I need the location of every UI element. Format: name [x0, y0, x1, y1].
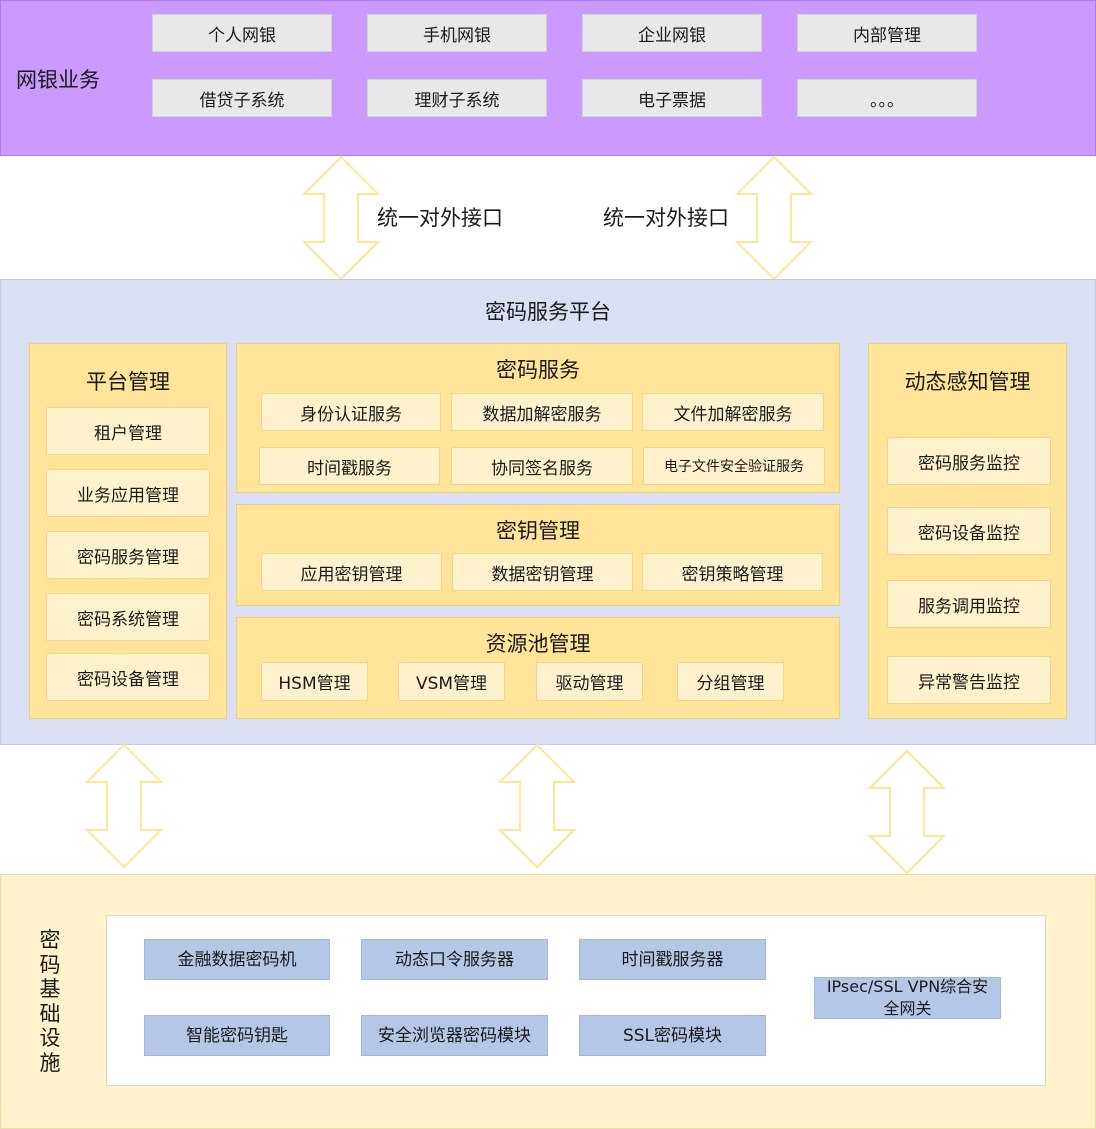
infra-arrow-center [497, 743, 577, 869]
dynamic-awareness-title: 动态感知管理 [904, 370, 1031, 394]
wealth-subsystem-box[interactable]: 理财子系统 [367, 79, 547, 117]
interface-arrow-right [734, 155, 814, 281]
internal-management-box[interactable]: 内部管理 [797, 14, 977, 52]
infra-arrow-left [84, 743, 164, 869]
key-management-title: 密钥管理 [496, 519, 580, 543]
mobile-banking-box[interactable]: 手机网银 [367, 14, 547, 52]
timestamp-service-box[interactable]: 时间戳服务 [259, 447, 440, 485]
tenant-management-box[interactable]: 租户管理 [46, 407, 210, 455]
unified-interface-label-right: 统一对外接口 [603, 206, 729, 230]
smart-crypto-key-box[interactable]: 智能密码钥匙 [144, 1015, 330, 1056]
vsm-management-box[interactable]: VSM管理 [398, 662, 505, 701]
co-signature-service-box[interactable]: 协同签名服务 [451, 447, 633, 485]
enterprise-banking-box[interactable]: 企业网银 [582, 14, 762, 52]
interface-arrow-left [301, 155, 381, 281]
personal-banking-box[interactable]: 个人网银 [152, 14, 332, 52]
online-banking-title: 网银业务 [16, 68, 100, 92]
crypto-infrastructure-title: 密码基础设施 [39, 928, 61, 1075]
identity-auth-service-box[interactable]: 身份认证服务 [261, 393, 441, 431]
driver-management-box[interactable]: 驱动管理 [536, 662, 643, 701]
crypto-system-management-box[interactable]: 密码系统管理 [46, 593, 210, 641]
dynamic-token-server-box[interactable]: 动态口令服务器 [361, 939, 548, 980]
timestamp-server-box[interactable]: 时间戳服务器 [579, 939, 766, 980]
resource-pool-management-title: 资源池管理 [485, 632, 591, 656]
e-document-verification-service-box[interactable]: 电子文件安全验证服务 [643, 447, 825, 485]
electronic-bill-box[interactable]: 电子票据 [582, 79, 762, 117]
secure-browser-crypto-module-box[interactable]: 安全浏览器密码模块 [361, 1015, 548, 1056]
crypto-device-monitor-box[interactable]: 密码设备监控 [887, 507, 1051, 555]
crypto-device-management-box[interactable]: 密码设备管理 [46, 653, 210, 701]
group-management-box[interactable]: 分组管理 [677, 662, 784, 701]
unified-interface-label-left: 统一对外接口 [377, 206, 503, 230]
more-items-box[interactable]: 。。。 [797, 79, 977, 117]
data-key-management-box[interactable]: 数据密钥管理 [452, 553, 633, 591]
data-encryption-service-box[interactable]: 数据加解密服务 [451, 393, 633, 431]
business-app-management-box[interactable]: 业务应用管理 [46, 469, 210, 517]
crypto-service-platform-title: 密码服务平台 [485, 300, 611, 324]
service-call-monitor-box[interactable]: 服务调用监控 [887, 580, 1051, 628]
financial-crypto-machine-box[interactable]: 金融数据密码机 [144, 939, 330, 980]
ipsec-ssl-vpn-gateway-box[interactable]: IPsec/SSL VPN综合安全网关 [814, 977, 1001, 1019]
key-policy-management-box[interactable]: 密钥策略管理 [642, 553, 823, 591]
ssl-crypto-module-box[interactable]: SSL密码模块 [579, 1015, 766, 1056]
crypto-service-title: 密码服务 [496, 358, 580, 382]
exception-alert-monitor-box[interactable]: 异常警告监控 [887, 656, 1051, 704]
crypto-service-monitor-box[interactable]: 密码服务监控 [887, 437, 1051, 485]
infra-arrow-right [867, 749, 947, 875]
crypto-service-management-box[interactable]: 密码服务管理 [46, 531, 210, 579]
loan-subsystem-box[interactable]: 借贷子系统 [152, 79, 332, 117]
file-encryption-service-box[interactable]: 文件加解密服务 [642, 393, 824, 431]
platform-management-title: 平台管理 [86, 370, 170, 394]
hsm-management-box[interactable]: HSM管理 [261, 662, 368, 701]
app-key-management-box[interactable]: 应用密钥管理 [261, 553, 442, 591]
